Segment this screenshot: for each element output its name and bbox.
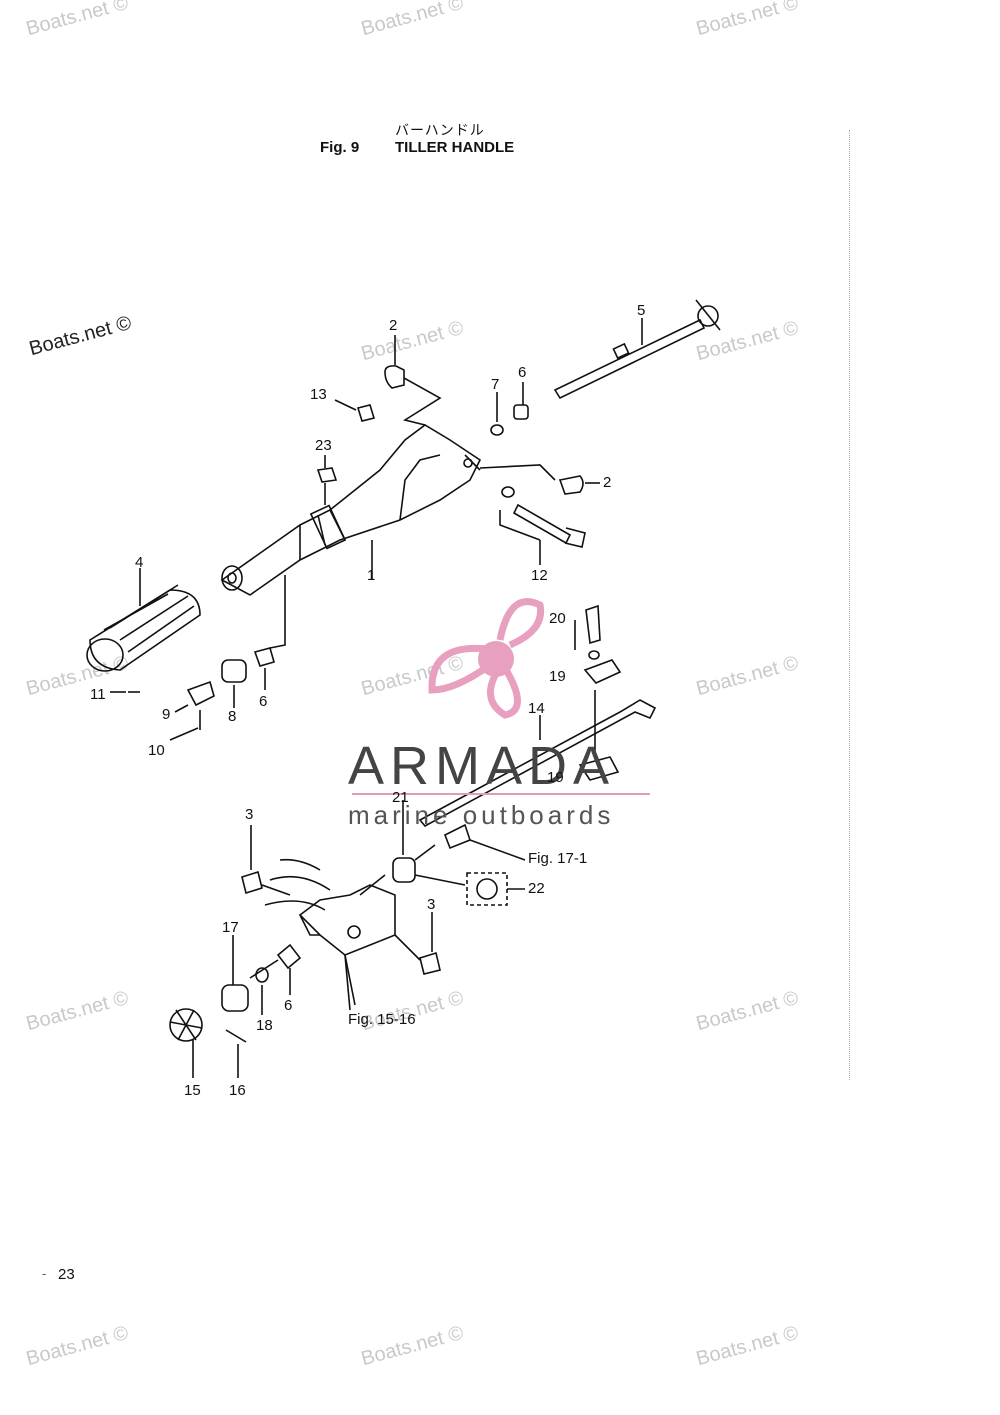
callout-22: 22 bbox=[528, 880, 545, 897]
callout-12: 12 bbox=[531, 567, 548, 584]
throttle-link bbox=[418, 604, 657, 861]
callout-17: 17 bbox=[222, 919, 239, 936]
fig-ref-15-16: Fig. 15-16 bbox=[348, 1011, 416, 1028]
armada-divider bbox=[352, 793, 650, 795]
callout-3-right: 3 bbox=[427, 896, 436, 913]
small-parts-lower-left bbox=[110, 575, 286, 741]
page-number: 23 bbox=[58, 1266, 75, 1283]
callout-16: 16 bbox=[229, 1082, 246, 1099]
bushing-part-21-22 bbox=[359, 800, 525, 906]
callout-6-lower: 6 bbox=[259, 693, 268, 710]
armada-propeller-logo bbox=[428, 598, 545, 719]
callout-15: 15 bbox=[184, 1082, 201, 1099]
callout-9: 9 bbox=[162, 706, 171, 723]
figure-number: Fig. 9 bbox=[320, 139, 360, 156]
scan-edge-marks bbox=[849, 130, 854, 1080]
knob-part-2-right bbox=[479, 464, 600, 495]
callout-14: 14 bbox=[528, 700, 545, 717]
callout-23: 23 bbox=[315, 437, 332, 454]
callout-19-lower: 19 bbox=[547, 769, 564, 786]
callout-2-right: 2 bbox=[603, 474, 612, 491]
callout-20: 20 bbox=[549, 610, 566, 627]
tiller-handle-body bbox=[220, 424, 482, 596]
japanese-title: バーハンドル bbox=[395, 122, 485, 138]
callout-7: 7 bbox=[491, 376, 500, 393]
callout-1: 1 bbox=[367, 567, 376, 584]
callout-3: 3 bbox=[245, 806, 254, 823]
rod-part-5 bbox=[553, 299, 721, 400]
callout-11: 11 bbox=[90, 686, 106, 703]
steering-bracket bbox=[264, 858, 396, 1011]
grip-part-4 bbox=[86, 568, 201, 672]
bolt-part-12 bbox=[499, 486, 586, 565]
armada-tagline: marine outboards bbox=[348, 800, 615, 830]
callout-21: 21 bbox=[392, 789, 409, 806]
friction-parts bbox=[169, 935, 302, 1078]
callout-6: 6 bbox=[518, 364, 527, 381]
collar-parts-3 bbox=[241, 825, 441, 975]
callout-4: 4 bbox=[135, 554, 144, 571]
knob-part-2-top bbox=[316, 335, 442, 505]
callout-2: 2 bbox=[389, 317, 398, 334]
callout-18: 18 bbox=[256, 1017, 273, 1034]
callout-13: 13 bbox=[310, 386, 327, 403]
small-parts-6-7 bbox=[490, 382, 529, 436]
callout-6-bottom: 6 bbox=[284, 997, 293, 1014]
callout-8: 8 bbox=[228, 708, 237, 725]
figure-title: TILLER HANDLE bbox=[395, 139, 515, 156]
fig-ref-17-1: Fig. 17-1 bbox=[528, 850, 588, 867]
page-number-dash: - bbox=[42, 1266, 47, 1281]
callout-5: 5 bbox=[637, 302, 646, 319]
callout-19: 19 bbox=[549, 668, 566, 685]
armada-wordmark: ARMADA bbox=[348, 736, 616, 796]
callout-10: 10 bbox=[148, 742, 165, 759]
